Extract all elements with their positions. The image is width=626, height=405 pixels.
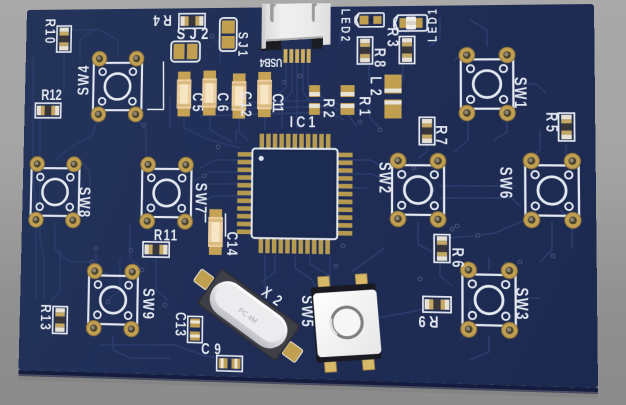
svg-text:SW7: SW7 xyxy=(192,183,211,214)
svg-text:R11: R11 xyxy=(154,226,177,244)
svg-text:SW9: SW9 xyxy=(139,288,158,320)
svg-text:C12: C12 xyxy=(238,91,256,117)
svg-text:L2: L2 xyxy=(367,76,385,95)
svg-text:R12: R12 xyxy=(41,86,62,103)
svg-text:R9: R9 xyxy=(418,312,438,331)
svg-text:C9: C9 xyxy=(201,340,221,359)
svg-text:IC1: IC1 xyxy=(290,113,316,131)
svg-text:C6: C6 xyxy=(214,92,232,111)
svg-text:SJ2: SJ2 xyxy=(177,25,209,44)
svg-text:SW6: SW6 xyxy=(496,167,516,199)
svg-text:LED2: LED2 xyxy=(338,9,352,42)
svg-text:SJ1: SJ1 xyxy=(235,32,250,57)
svg-text:SW8: SW8 xyxy=(76,187,95,218)
svg-text:R10: R10 xyxy=(42,19,59,44)
svg-text:SW4: SW4 xyxy=(74,65,93,95)
svg-text:USB4: USB4 xyxy=(259,55,282,68)
svg-text:SW2: SW2 xyxy=(376,162,395,194)
svg-text:R8: R8 xyxy=(371,48,389,68)
svg-text:R4: R4 xyxy=(153,12,172,29)
svg-text:C14: C14 xyxy=(224,231,242,256)
svg-text:R13: R13 xyxy=(37,304,55,330)
svg-text:C11: C11 xyxy=(269,93,287,113)
svg-text:C13: C13 xyxy=(172,312,190,336)
svg-text:R1: R1 xyxy=(356,96,374,116)
svg-text:R6: R6 xyxy=(449,247,468,267)
svg-text:SW1: SW1 xyxy=(511,77,531,109)
svg-text:SW3: SW3 xyxy=(512,287,532,320)
